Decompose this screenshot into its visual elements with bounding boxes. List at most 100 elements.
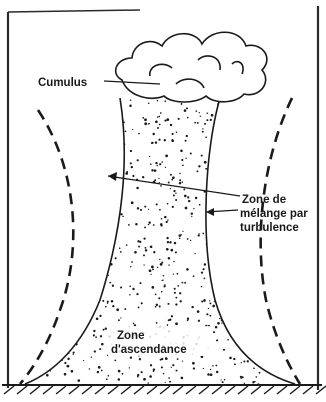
stipple-dot [253,347,255,349]
stipple-dot [183,188,185,190]
stipple-dot [148,123,149,124]
stipple-dot [129,285,131,287]
stipple-dot [24,323,26,325]
stipple-dot [50,235,52,237]
stipple-dot [81,255,83,257]
stipple-dot [37,251,39,253]
stipple-dot [182,181,183,182]
stipple-dot [52,332,54,334]
stipple-dot [75,277,78,280]
stipple-dot [65,276,68,279]
stipple-dot [213,331,215,333]
stipple-dot [232,235,233,236]
stipple-dot [95,99,97,101]
stipple-dot [163,373,164,374]
stipple-dot [167,324,169,326]
stipple-dot [112,305,114,307]
stipple-dot [175,297,177,299]
stipple-dot [168,182,170,184]
stipple-dot [235,131,237,133]
stipple-dot [71,370,74,373]
stipple-dot [49,115,52,118]
stipple-dot [42,106,45,109]
stipple-dot [239,280,241,282]
stipple-dot [117,164,119,166]
stipple-dot [47,308,49,310]
stipple-dot [45,283,47,285]
stipple-dot [51,192,52,193]
stipple-dot [21,217,23,219]
stipple-dot [171,139,174,142]
stipple-dot [234,264,237,267]
stipple-dot [170,249,173,252]
stipple-dot [120,251,122,253]
stipple-dot [256,340,257,341]
stipple-dot [25,145,27,147]
stipple-dot [165,357,168,360]
stipple-dot [158,297,160,299]
stipple-dot [201,155,203,157]
stipple-dot [215,269,216,270]
stipple-dot [30,304,32,306]
stipple-dot [82,131,84,133]
stipple-dot [36,375,38,377]
stipple-dot [179,179,181,181]
stipple-dot [83,319,86,322]
stipple-dot [150,274,151,275]
stipple-dot [244,302,247,305]
stipple-dot [93,296,94,297]
stipple-dot [278,267,279,268]
stipple-dot [172,206,174,208]
arrowhead-right [206,208,214,216]
stipple-dot [71,342,73,344]
stipple-dot [214,283,216,285]
stipple-dot [229,238,232,241]
stipple-dot [32,194,34,196]
stipple-dot [190,152,192,154]
stipple-dot [284,280,287,283]
stipple-dot [68,138,71,141]
stipple-dot [50,143,51,144]
stipple-dot [281,373,282,374]
stipple-dot [259,338,261,340]
stipple-dot [97,206,99,208]
stipple-dot [247,128,250,131]
stipple-dot [27,158,29,160]
stipple-dot [26,199,29,202]
stipple-dot [31,133,33,135]
stipple-dot [26,337,28,339]
stipple-dot [161,291,163,293]
turbulence-boundary-left [20,110,73,384]
stipple-dot [74,205,76,207]
stipple-dot [145,249,147,251]
stipple-dot [27,195,29,197]
stipple-dot [179,182,182,185]
stipple-dot [129,294,131,296]
stipple-dot [223,281,225,283]
stipple-dot [266,133,268,135]
stipple-dot [276,257,278,259]
hatch-stroke [186,386,196,394]
stipple-dot [103,191,105,193]
stipple-dot [295,123,297,125]
hatch-stroke [121,386,131,394]
frame-top-border [8,10,140,12]
stipple-dot [48,309,49,310]
stipple-dot [217,159,219,161]
stipple-dot [245,328,247,330]
stipple-dot [69,152,71,154]
stipple-dot [249,154,251,156]
stipple-dot [262,317,263,318]
stipple-dot [155,162,157,164]
stipple-dot [155,120,158,123]
stipple-dot [22,225,24,227]
stipple-dot [63,154,64,155]
stipple-dot [108,121,111,124]
stipple-dot [247,254,250,257]
stipple-dot [68,238,70,240]
stipple-dot [22,258,24,260]
cumulus-cloud [116,32,267,102]
stipple-dot [172,176,175,179]
stipple-dot [62,213,64,215]
stipple-dot [116,308,119,311]
